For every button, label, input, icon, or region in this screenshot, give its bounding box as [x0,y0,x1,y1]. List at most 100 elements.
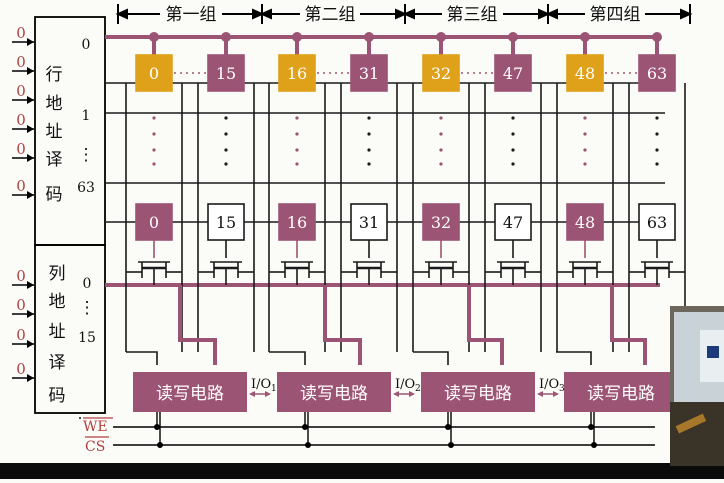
bottom-bar [0,463,724,479]
row-output-1: 1 [82,108,91,124]
bottom-cell-0-box [135,203,173,241]
io-subscript: 2 [415,384,421,394]
group-headers [115,4,693,24]
bottom-cell-31-label: 31 [359,213,379,232]
column-transistor-3 [341,261,397,285]
bottom-cell-48: 48 [566,203,604,241]
dot [152,148,156,152]
column-address-bit-3: 0 [16,326,26,344]
column-transistor-2 [269,261,325,285]
row-junction-5 [508,32,518,42]
row-address-inputs: 0 0 0 0 0 0 [12,24,34,199]
column-decoder-char-5: 码 [49,386,66,406]
column-transistor-0 [126,261,182,285]
rw-circuit-3: 读写电路 [421,372,535,412]
dot [655,132,659,136]
top-cell-31-label: 31 [359,64,379,83]
top-cell-0-label: 0 [149,64,159,83]
control-lines: WE CS [79,412,655,455]
top-cell-15-label: 15 [216,64,236,83]
data-path-3 [610,285,647,365]
row-address-bit-6: 0 [16,177,26,195]
rw-circuit-box [133,372,247,412]
dot [655,116,659,120]
row-output-0: 0 [82,37,91,53]
row-junction-6 [580,32,590,42]
top-cell-31: 31 [350,54,388,92]
row-junction-7 [652,32,662,42]
rw-circuit-4: 读写电路 [564,372,678,412]
row-decoder-char-1: 行 [46,65,63,85]
bottom-cell-48-box [566,203,604,241]
bottom-cell-15: 15 [207,203,245,241]
column-address-bit-4: 0 [16,360,26,378]
column-address-bit-1: 0 [16,267,26,285]
rw-circuit-1: 读写电路 [133,372,247,412]
dot [367,132,371,136]
column-output-15: 15 [78,330,96,346]
top-cell-63-box [638,54,676,92]
top-cell-63: 63 [638,54,676,92]
dot [583,148,587,152]
top-cell-15: 15 [207,54,245,92]
row-address-bit-5: 0 [16,140,26,158]
io-arrowhead-left [393,391,399,397]
rw-circuit-label: 读写电路 [300,384,368,404]
column-dots-3 [367,116,371,166]
column-dots-5 [511,116,515,166]
bottom-cell-0-label: 0 [149,213,159,232]
top-cell-32-label: 32 [431,64,451,83]
dot [367,116,371,120]
io-arrowhead-right [553,391,559,397]
bottom-cell-32: 32 [422,203,460,241]
top-cell-16: 16 [278,54,316,92]
rw-circuit-2: 读写电路 [277,372,391,412]
row-decoder: 行 地 址 译 码 0 1 ⋮ 63 [34,16,106,246]
dot [439,162,443,166]
we-label: WE [83,419,108,435]
bottom-cell-63-label: 63 [647,213,667,232]
row-address-bit-4: 0 [16,111,26,129]
bottom-cell-47: 47 [494,203,532,241]
dot [224,132,228,136]
row-junction-1 [221,32,231,42]
bottom-cell-32-label: 32 [431,213,451,232]
group-3-label: 第三组 [447,5,498,25]
bottom-cell-16-box [278,203,316,241]
bottom-cell-0: 0 [135,203,173,241]
column-output-dots: ⋮ [79,298,96,318]
dot [439,132,443,136]
bottom-cell-31: 31 [350,203,388,241]
top-cell-47-label: 47 [503,64,523,83]
dot [511,162,515,166]
column-dots-0 [152,116,156,166]
rw-circuit-box [277,372,391,412]
top-cell-48-box [566,54,604,92]
io-arrowhead-left [249,391,255,397]
column-dots-7 [655,116,659,166]
dot [295,132,299,136]
bottom-cell-31-box [350,203,388,241]
io-subscript: 3 [559,384,565,394]
io-label: I/O [539,377,559,392]
dot [655,148,659,152]
row-address-bit-2: 0 [16,53,26,71]
dot [224,148,228,152]
top-cell-32: 32 [422,54,460,92]
column-dots-2 [295,116,299,166]
column-dots-6 [583,116,587,166]
column-decoder-char-2: 地 [49,292,66,312]
data-path-2 [467,285,504,365]
dot [439,116,443,120]
column-dots-1 [224,116,228,166]
row-decoder-char-2: 地 [46,94,63,114]
return-path-1 [269,351,306,365]
rw-circuit-label: 读写电路 [587,384,655,404]
data-path-1 [323,285,362,365]
dot [152,162,156,166]
